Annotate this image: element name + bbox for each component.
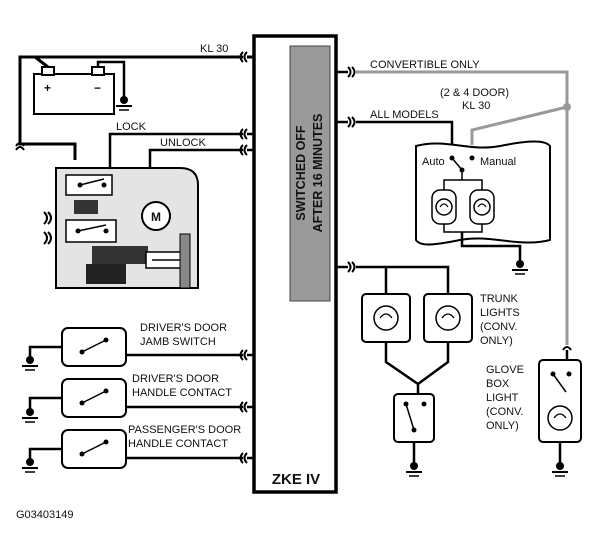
convertible-only-wire xyxy=(356,70,569,345)
glove-box-label-1: GLOVE xyxy=(486,364,524,376)
module-name: ZKE IV xyxy=(272,471,320,488)
timer-text-line1: SWITCHED OFF xyxy=(294,125,308,220)
drivers-door-jamb-switch xyxy=(61,327,127,367)
actuator-feed-wire xyxy=(18,57,77,160)
all-models-label: ALL MODELS xyxy=(370,109,439,121)
all-models-wire xyxy=(356,120,454,145)
ground-symbol xyxy=(116,96,132,111)
trunk-lights-label-1: TRUNK xyxy=(480,293,519,305)
glove-box-light xyxy=(538,359,582,443)
connector-kl30 xyxy=(239,51,244,63)
trunk-switch xyxy=(393,393,435,443)
lock-label: LOCK xyxy=(116,121,147,133)
unlock-wire xyxy=(148,148,243,168)
trunk-lights-label-2: LIGHTS xyxy=(480,307,520,319)
drivers-door-handle-contact xyxy=(61,378,127,418)
kl30-right-label: KL 30 xyxy=(462,100,490,112)
glove-box-label-4: (CONV. xyxy=(486,406,524,418)
battery-ground-wire xyxy=(96,60,126,98)
two-four-door-label: (2 & 4 DOOR) xyxy=(440,87,509,99)
battery-plus-sign: + xyxy=(44,81,51,95)
figure-id: G03403149 xyxy=(16,509,74,521)
interior-light-unit: Auto Manual xyxy=(415,140,551,246)
auto-label: Auto xyxy=(422,156,445,168)
passenger-handle-label-2: HANDLE CONTACT xyxy=(128,438,228,450)
convertible-only-label: CONVERTIBLE ONLY xyxy=(370,59,480,71)
jamb-switch-label-2: JAMB SWITCH xyxy=(140,336,216,348)
trunk-light-right xyxy=(423,293,473,343)
manual-label: Manual xyxy=(480,156,516,168)
battery-minus-sign: − xyxy=(94,81,101,95)
passenger-handle-label-1: PASSENGER'S DOOR xyxy=(128,424,241,436)
handle-contact-label-1: DRIVER'S DOOR xyxy=(132,373,219,385)
kl30-wire xyxy=(30,55,243,69)
trunk-light-left xyxy=(361,293,411,343)
trunk-lights-label-3: (CONV. xyxy=(480,321,518,333)
passengers-door-handle-contact xyxy=(61,429,127,469)
timer-shaded-panel xyxy=(289,45,331,302)
kl30-top-label: KL 30 xyxy=(200,43,228,55)
door-lock-actuator: M xyxy=(55,167,199,289)
glove-box-label-2: BOX xyxy=(486,378,510,390)
handle-contact-label-2: HANDLE CONTACT xyxy=(132,387,232,399)
timer-text-line2: AFTER 16 MINUTES xyxy=(311,114,325,233)
trunk-lights-label-4: ONLY) xyxy=(480,335,513,347)
glove-box-label-3: LIGHT xyxy=(486,392,519,404)
lock-wire xyxy=(108,132,243,168)
unlock-label: UNLOCK xyxy=(160,137,207,149)
glove-box-label-5: ONLY) xyxy=(486,420,519,432)
jamb-switch-label-1: DRIVER'S DOOR xyxy=(140,322,227,334)
battery: + − xyxy=(33,66,115,115)
motor-label: M xyxy=(151,210,161,224)
battery-feed-wire xyxy=(18,55,35,67)
